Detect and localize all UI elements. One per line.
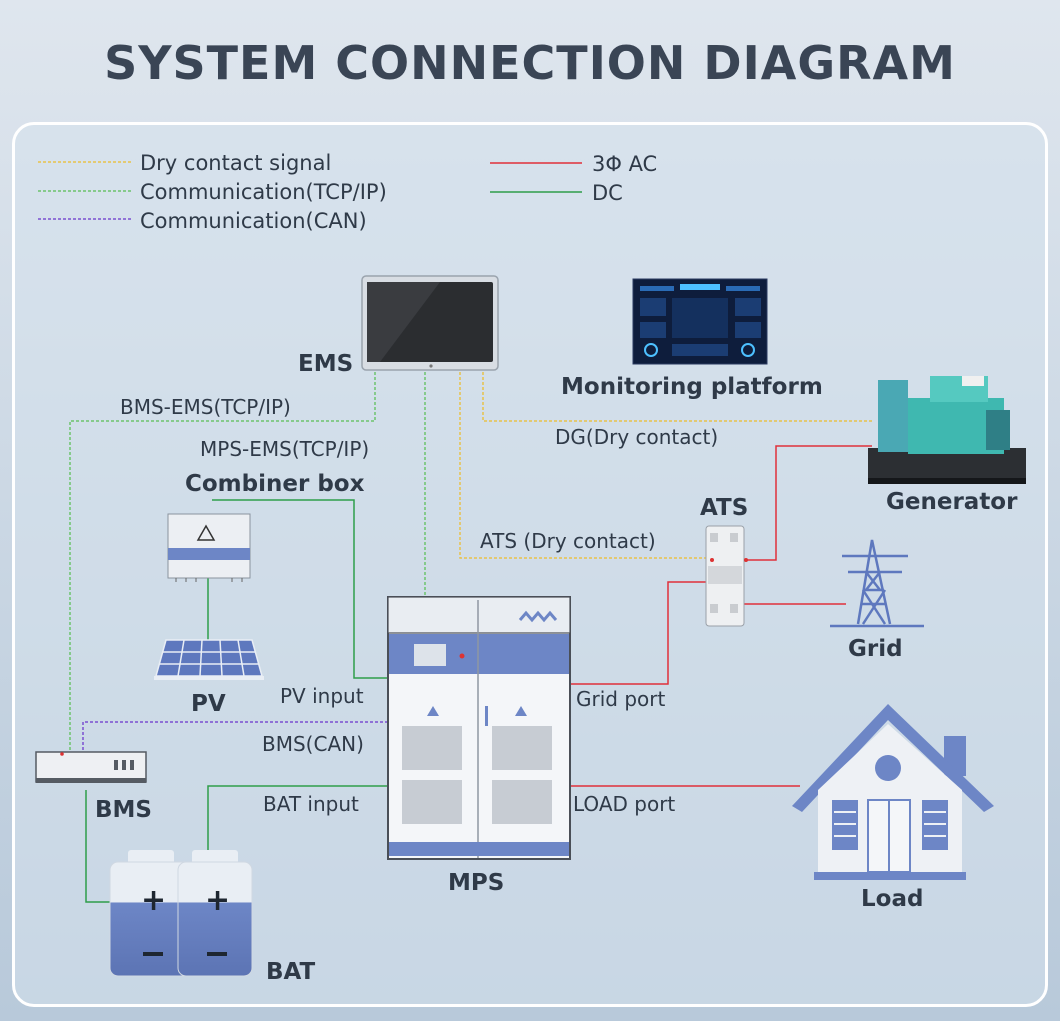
load-label: Load: [861, 886, 923, 912]
ats-device: [705, 525, 748, 627]
line-dg-dry-contact: [482, 372, 872, 422]
pv-panel-device: [154, 639, 264, 680]
label-bms-ems: BMS-EMS(TCP/IP): [120, 395, 291, 419]
legend: Dry contact signal Communication(TCP/IP)…: [38, 151, 657, 233]
line-bat-mps: [207, 785, 390, 865]
ems-device: [361, 275, 499, 371]
line-combiner-mps: [212, 499, 390, 679]
bms-label: BMS: [95, 797, 152, 823]
page-title: SYSTEM CONNECTION DIAGRAM: [104, 36, 956, 90]
pv-label: PV: [191, 691, 226, 717]
ats-label: ATS: [700, 495, 748, 521]
legend-label-dry-contact: Dry contact signal: [140, 151, 331, 175]
label-bat-input: BAT input: [263, 792, 359, 816]
ems-label: EMS: [298, 351, 353, 377]
svg-text:+: +: [141, 883, 166, 918]
generator-label: Generator: [886, 489, 1018, 515]
bat-label: BAT: [266, 959, 316, 985]
line-bms-can: [82, 721, 388, 755]
battery-device: + +: [109, 850, 253, 977]
line-bms-ems: [69, 372, 376, 752]
connection-lines: [69, 372, 872, 903]
line-bms-bat: [85, 790, 110, 903]
bms-device: [35, 751, 147, 783]
legend-label-tcp-ip: Communication(TCP/IP): [140, 180, 387, 204]
line-mps-ats: [568, 581, 708, 685]
label-grid-port: Grid port: [576, 687, 665, 711]
combiner-box-device: [167, 513, 251, 582]
combiner-box-label: Combiner box: [185, 471, 365, 497]
label-bms-can: BMS(CAN): [262, 732, 364, 756]
grid-label: Grid: [848, 636, 903, 662]
monitoring-platform-label: Monitoring platform: [561, 374, 823, 400]
monitoring-platform-screen: [632, 278, 768, 365]
label-ats-dry-contact: ATS (Dry contact): [480, 529, 656, 553]
line-generator-ats: [742, 445, 872, 561]
label-dg-dry-contact: DG(Dry contact): [555, 425, 718, 449]
label-load-port: LOAD port: [573, 792, 675, 816]
line-ats-dry-contact: [459, 372, 708, 559]
label-mps-ems: MPS-EMS(TCP/IP): [200, 437, 369, 461]
load-house-icon: [792, 704, 994, 880]
generator-device: [868, 376, 1026, 484]
legend-label-dc: DC: [592, 181, 623, 205]
legend-label-can: Communication(CAN): [140, 209, 367, 233]
mps-cabinet-device: [387, 596, 571, 860]
legend-label-ac: 3Φ AC: [592, 152, 657, 176]
grid-tower-icon: [830, 539, 924, 628]
mps-label: MPS: [448, 870, 504, 896]
label-pv-input: PV input: [280, 684, 364, 708]
svg-text:+: +: [205, 883, 230, 918]
